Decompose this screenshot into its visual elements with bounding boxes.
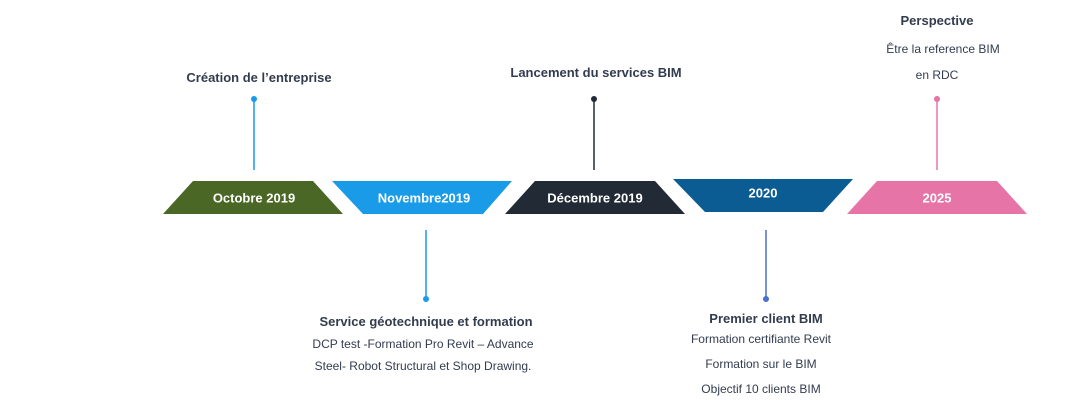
milestone-title: Création de l’entreprise	[186, 70, 332, 85]
segment-2025	[847, 181, 1027, 214]
segment-octobre-2019	[163, 181, 343, 214]
milestone-text: Formation sur le BIM	[705, 357, 817, 371]
milestone-title: Lancement du services BIM	[510, 65, 682, 80]
segment-decembre-2019	[505, 181, 685, 214]
segment-novembre-2019	[332, 181, 512, 214]
milestone-text: Formation certifiante Revit	[690, 332, 832, 346]
milestone-text: DCP test -Formation Pro Revit – Advance	[312, 337, 534, 351]
milestone-title: Service géotechnique et formation	[319, 314, 533, 329]
segment-2020	[673, 179, 853, 212]
connector-dot	[251, 96, 257, 102]
milestone-text: en RDC	[915, 68, 959, 82]
date-label: 2025	[922, 190, 952, 206]
milestone-title: Perspective	[900, 13, 974, 28]
date-label: 2020	[748, 185, 778, 201]
milestone-text: Être la reference BIM	[886, 42, 1000, 56]
milestone-title: Premier client BIM	[709, 311, 823, 326]
milestone-text: Objectif 10 clients BIM	[701, 382, 821, 396]
connector-dot	[763, 296, 769, 302]
connector-dot	[591, 96, 597, 102]
connector-dot	[423, 296, 429, 302]
milestone-text: Steel- Robot Structural et Shop Drawing.	[314, 359, 532, 373]
connector-dot	[934, 96, 940, 102]
date-label: Décembre 2019	[547, 190, 643, 206]
date-label: Novembre2019	[377, 190, 471, 206]
date-label: Octobre 2019	[212, 190, 296, 206]
